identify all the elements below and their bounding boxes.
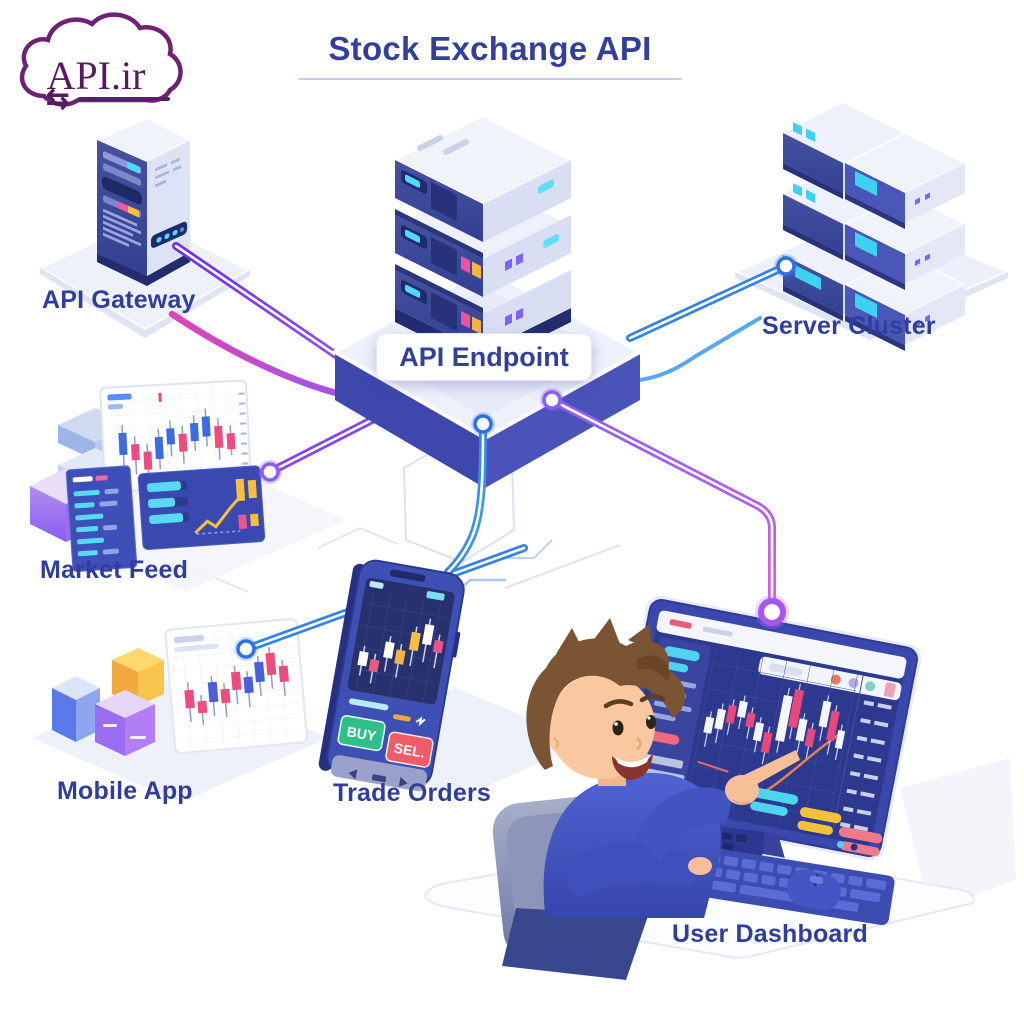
- api-gateway-label: API Gateway: [42, 286, 196, 314]
- swap-arrows-icon: ⇆: [46, 83, 70, 114]
- sell-button: SEL.: [385, 731, 434, 768]
- phone-candles: [357, 618, 444, 684]
- buy-label: BUY: [346, 723, 379, 744]
- server-cluster-label: Server Cluster: [762, 312, 936, 340]
- mobile-app-label: Mobile App: [57, 777, 193, 805]
- market-feed-label: Market Feed: [40, 556, 189, 584]
- ticker-list-panel: [65, 465, 138, 572]
- phone-speaker: [389, 569, 426, 582]
- connection-endpoint-to-dashboard: [540, 388, 776, 612]
- phone-side-button: [452, 631, 461, 658]
- server-cluster-illustration: [731, 103, 1012, 351]
- mobile-chart-panel: [164, 617, 308, 755]
- dashboard-node: [755, 595, 789, 629]
- trading-phone: BUY SEL.: [318, 559, 465, 792]
- forward-icon: [398, 777, 408, 787]
- phone-nav-bar: [330, 755, 427, 792]
- buy-button: BUY: [337, 715, 386, 752]
- page-title: Stock Exchange API: [328, 30, 652, 67]
- gateway-server-tower: [94, 116, 193, 286]
- endpoint-right-node: [542, 390, 562, 410]
- dashboard-buttons: [750, 787, 883, 857]
- logo: [19, 12, 183, 107]
- user-dashboard-label: User Dashboard: [672, 920, 868, 948]
- mobile-node: [236, 639, 256, 659]
- api-gateway-illustration: [36, 116, 254, 338]
- person-hair: [526, 638, 686, 770]
- page-header: Stock Exchange API: [298, 30, 682, 80]
- cloud-logo-icon: [19, 12, 183, 107]
- endpoint-bottom-node: [473, 414, 493, 434]
- endpoint-server-stack: [392, 114, 574, 366]
- person-pointing-arm: [636, 750, 800, 864]
- cluster-servers: [783, 103, 967, 351]
- trade-orders-illustration: BUY SEL.: [318, 559, 594, 802]
- market-feed-illustration: [28, 379, 345, 592]
- sell-label: SEL.: [393, 740, 426, 761]
- uptrend-line: [194, 495, 242, 534]
- candle-bodies: [118, 416, 236, 470]
- pointing-finger: [742, 750, 800, 788]
- trade-orders-label: Trade Orders: [333, 779, 492, 807]
- cluster-node: [776, 256, 796, 276]
- person-head: [526, 618, 686, 780]
- marketfeed-node: [260, 462, 280, 482]
- person: [526, 618, 800, 918]
- title-underline: [298, 78, 682, 80]
- logo-text: API.ir: [46, 53, 146, 98]
- mouse: [786, 869, 841, 911]
- dashboard-watchlist: [839, 700, 892, 832]
- user-dashboard-illustration: [423, 595, 1016, 980]
- person-left-arm: [560, 842, 700, 898]
- connection-endpoint-to-phone: [444, 412, 495, 576]
- mobile-app-illustration: [24, 617, 336, 806]
- home-icon: [371, 774, 387, 783]
- purple-cube-2: [95, 690, 155, 756]
- api-endpoint-label: API Endpoint: [376, 333, 592, 381]
- blue-cube: [52, 676, 100, 742]
- growth-chart-panel: [137, 465, 266, 550]
- back-icon: [348, 769, 358, 780]
